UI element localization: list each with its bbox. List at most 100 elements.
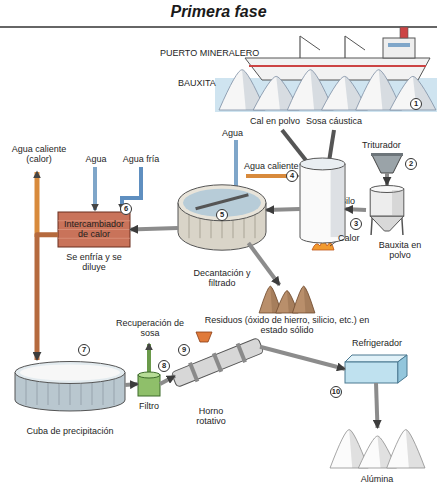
material-label: Bauxita en polvo [372,240,428,260]
callout-number: 8 [158,360,170,372]
alumina-piles: Alúmina [335,428,420,468]
process-pipe [37,235,58,360]
title-rule [0,26,437,28]
bauxite-piles-outline [225,68,430,110]
input-label: Agua caliente [244,161,302,171]
crusher-rim [371,153,403,156]
input-label: Agua [222,128,250,138]
equipment-label: Intercambiador de calor [60,219,128,239]
cooler-side [398,355,407,383]
equipment-label: Decantación y filtrado [182,268,262,288]
process-pipe [345,209,366,210]
exchanger-body [58,212,130,247]
cooler-front [345,362,398,383]
callout-number: 6 [120,203,132,215]
callout-number: 10 [330,386,342,398]
process-pipe [376,383,378,428]
digester-tank: 4 [300,158,345,243]
residue-piles: Residuos (óxido de hierro, silicio, etc.… [262,285,312,313]
pile [292,286,315,313]
soda-recovery-pipe [147,344,151,372]
process-pipe [266,209,300,210]
residue-piles-outline [262,285,312,313]
output-label: Agua caliente (calor) [6,144,72,164]
crusher-body [372,155,402,173]
pile-shade [304,286,315,313]
ship-stripe [249,65,426,67]
input-label: Agua [82,154,110,164]
rotary-kiln: Horno rotativo9 [175,340,260,385]
input-label: Sosa cáustica [306,116,370,126]
callout-number: 9 [178,344,190,356]
precipitation-tank-outline [15,360,125,410]
ship-windows [388,43,410,47]
ship-funnel [400,27,408,38]
silo-body [370,189,404,216]
kiln-drum [171,338,264,388]
silo-outline [366,185,408,235]
filter-top [138,372,160,378]
water-pipe [93,167,97,210]
pile [387,430,425,468]
silo-cone [370,216,404,231]
tank-slat [26,376,27,406]
silo: Silo3 [366,185,408,235]
process-pipe [385,173,389,185]
ship-crane [300,36,320,50]
input-label: Cal en polvo [250,116,308,126]
ship-crane [344,36,345,58]
material-label: Residuos (óxido de hierro, silicio, etc.… [201,315,373,335]
crusher-outline [372,155,402,173]
bauxite-piles: BAUXITA1 [225,68,430,110]
equipment-label: Refrigerador [352,338,422,348]
decanter-top [178,185,266,221]
material-label: Alúmina [352,474,402,484]
place-label: PUERTO MINERALERO [160,48,260,58]
input-label: Agua fría [118,154,164,164]
kiln-band [212,352,223,372]
ship-hull [245,58,430,80]
callout-number: 3 [350,218,362,230]
precipitation-tank: Cuba de precipitación7 [15,360,125,410]
callout-number: 1 [410,98,422,110]
ship-crane [345,36,365,50]
tank-liquid [20,365,120,381]
digester-tank-outline [300,158,345,243]
process-pipe [160,376,175,384]
heat-exchanger: Intercambiador de calorSe enfría y se di… [58,212,130,247]
process-pipe [260,347,345,369]
equipment-label: Horno rotativo [185,406,237,426]
cooler-top [345,355,407,362]
decanter-rake [196,195,249,209]
equipment-label: Triturador [362,140,422,150]
silo-shade [392,190,403,215]
decanter-tank: Decantación y filtrado5 [178,183,266,243]
cooler-outline [345,355,407,383]
filter: Filtro8 [138,372,160,396]
tank-top [300,158,345,170]
cooler: Refrigerador10 [345,355,407,383]
callout-number: 7 [78,344,90,356]
process-pipe [125,384,138,385]
pile [390,76,436,110]
tank-shade [331,164,345,237]
process-pipe [130,228,178,230]
equipment-label: Cuba de precipitación [5,426,135,436]
ship-crane [299,36,300,58]
process-note: Se enfría y se diluye [66,252,122,272]
crusher: Triturador2 [372,155,402,173]
tank-body [300,164,345,243]
kiln-band [188,362,199,382]
ship-bridge [383,38,415,58]
diagram-title: Primera fase [0,3,437,21]
filter-outline [138,372,160,396]
material-label: BAUXITA [178,78,228,88]
alumina-piles-outline [335,428,420,468]
callout-number: 4 [286,170,298,182]
pile-shade [406,430,425,468]
tank-slat [114,376,115,406]
kiln-band [236,343,247,363]
output-label: Recuperación de sosa [112,318,188,338]
